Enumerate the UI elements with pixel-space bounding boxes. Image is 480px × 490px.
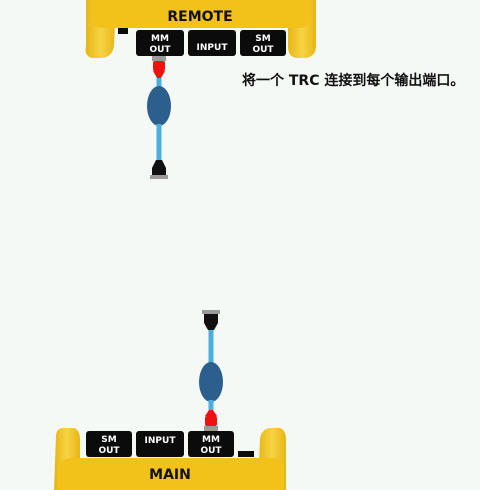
top-red-connector-taper: [153, 71, 165, 78]
remote-body: [92, 0, 310, 28]
top-transceiver-body: [147, 86, 171, 126]
main-port-sm-out[interactable]: [86, 431, 132, 457]
top-black-connector: [152, 160, 166, 175]
top-cable-upper: [156, 78, 162, 88]
remote-port-sm-out-label-1: SM: [255, 34, 270, 44]
main-port-input-label: INPUT: [145, 436, 177, 446]
main-port-mm-out-label-2: OUT: [200, 446, 222, 456]
bottom-transceiver-body: [199, 362, 223, 402]
remote-led: [118, 28, 128, 34]
top-red-connector: [153, 61, 165, 71]
top-red-connector-cap: [152, 56, 166, 61]
remote-unit: REMOTE MM OUT INPUT SM OUT: [85, 0, 316, 58]
remote-port-mm-out[interactable]: [136, 30, 184, 56]
bottom-cable-lower: [208, 400, 214, 410]
main-port-sm-out-label-2: OUT: [98, 446, 120, 456]
bottom-black-connector: [204, 314, 218, 330]
bottom-red-connector-cap: [204, 426, 218, 431]
main-unit: SM OUT INPUT MM OUT MAIN: [54, 428, 286, 490]
remote-port-sm-out[interactable]: [240, 30, 286, 56]
main-port-input[interactable]: [136, 431, 184, 457]
remote-port-mm-out-label-1: MM: [151, 34, 169, 44]
remote-port-input-label: INPUT: [197, 43, 229, 53]
instruction-text: 将一个 TRC 连接到每个输出端口。: [242, 73, 465, 89]
main-port-mm-out[interactable]: [188, 431, 234, 457]
main-port-mm-out-label-1: MM: [202, 435, 220, 445]
remote-port-input[interactable]: [188, 30, 236, 56]
remote-port-mm-out-label-2: OUT: [149, 45, 171, 55]
bottom-red-connector: [205, 416, 217, 426]
remote-port-sm-out-label-2: OUT: [252, 45, 274, 55]
top-cable-lower: [156, 124, 162, 162]
main-label: MAIN: [149, 467, 191, 483]
bottom-black-connector-cap: [202, 310, 220, 314]
top-trc-cable[interactable]: [147, 56, 171, 179]
main-body: [58, 458, 284, 490]
bottom-red-connector-taper: [205, 410, 217, 416]
main-led: [238, 451, 254, 457]
top-black-connector-cap: [150, 175, 168, 179]
bottom-trc-cable[interactable]: [199, 310, 223, 431]
remote-label: REMOTE: [167, 9, 232, 25]
main-port-sm-out-label-1: SM: [101, 435, 116, 445]
bottom-cable-upper: [208, 330, 214, 364]
